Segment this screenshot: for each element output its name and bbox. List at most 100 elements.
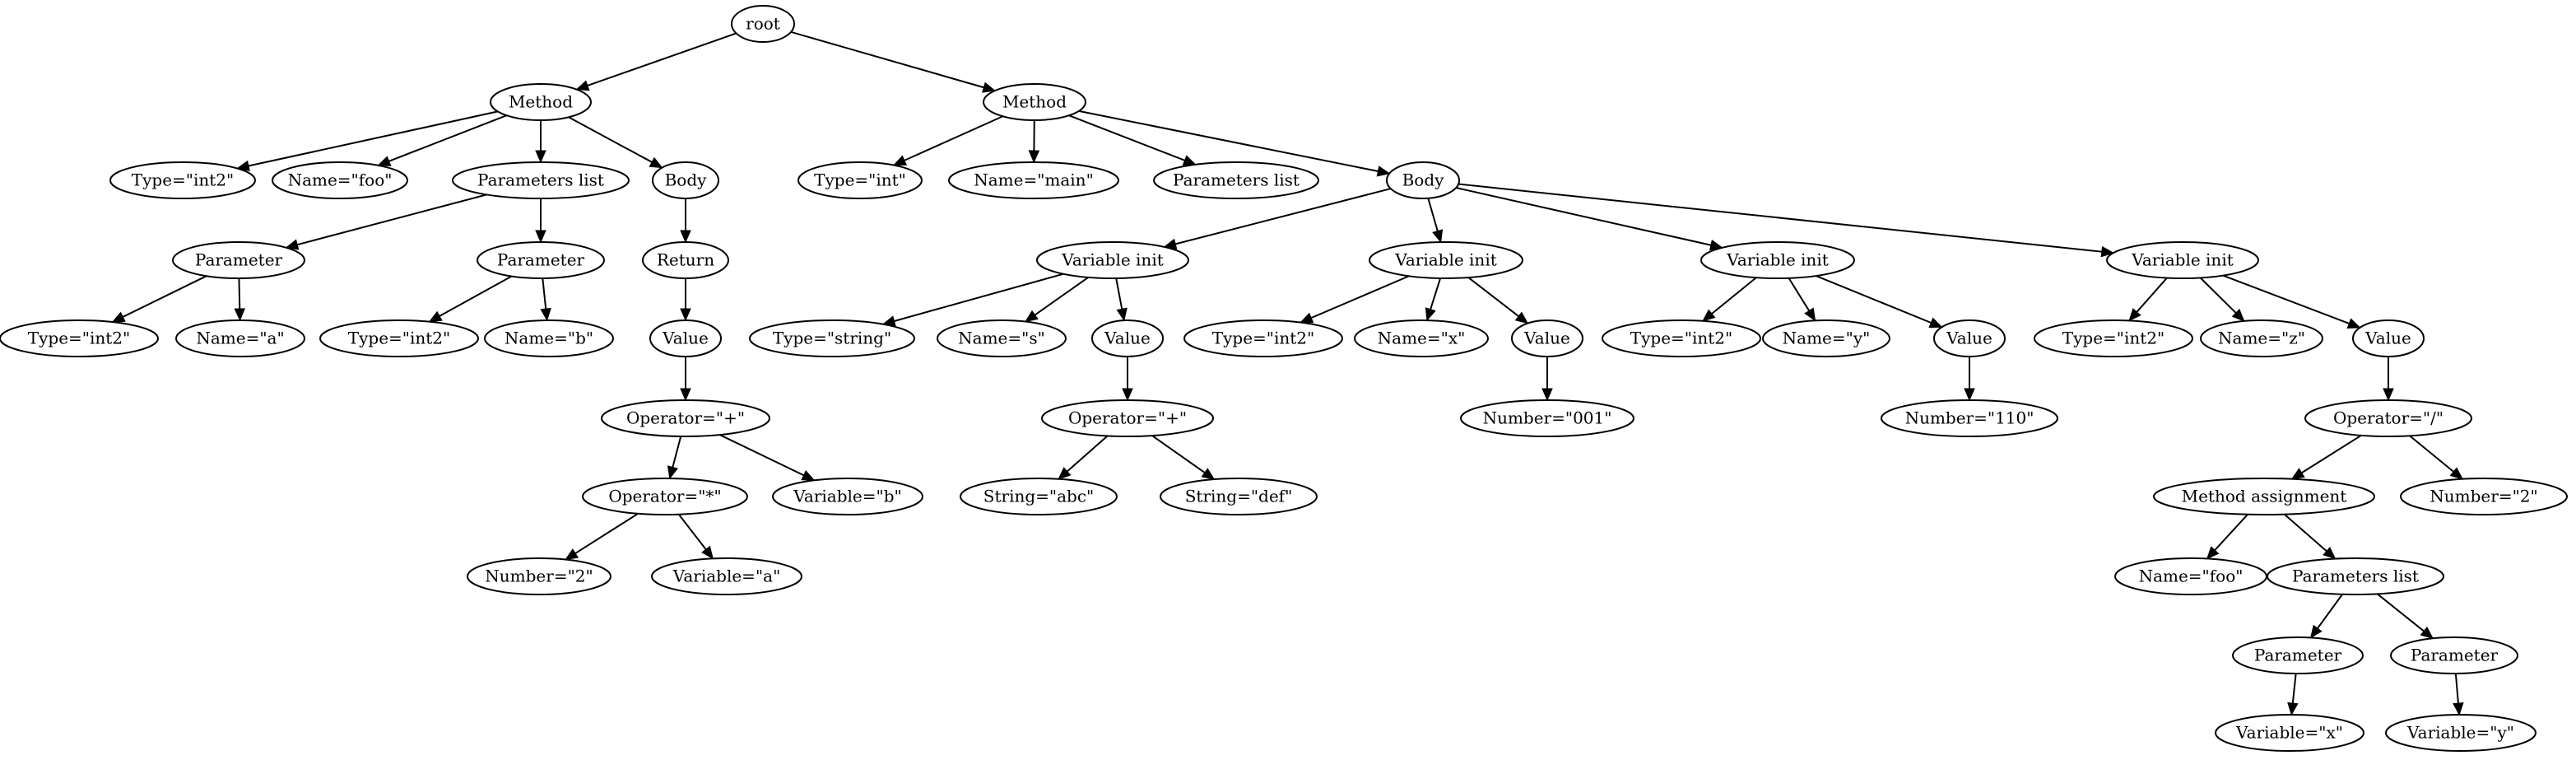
tree-node-name-foo-m1-name: Name="foo" xyxy=(272,161,408,199)
node-ellipse xyxy=(649,319,722,357)
edge-line xyxy=(2136,277,2168,313)
tree-node-name-b-m1-p2-name: Name="b" xyxy=(484,319,614,357)
tree-node-variable-init-v4: Variable init xyxy=(2106,241,2259,279)
tree-node-parameter-m1-p2: Parameter xyxy=(477,241,605,279)
node-label: Variable="y" xyxy=(2406,723,2514,743)
node-ellipse xyxy=(272,161,408,199)
node-label: root xyxy=(746,14,780,34)
node-label: Name="a" xyxy=(196,329,284,348)
node-label: Name="s" xyxy=(958,329,1045,348)
node-ellipse xyxy=(2232,636,2364,674)
edge-arrowhead xyxy=(1058,467,1072,480)
node-label: Type="int2" xyxy=(2062,329,2164,348)
edge-line xyxy=(1467,277,1519,317)
edge-line xyxy=(1034,277,1089,316)
node-ellipse xyxy=(452,161,630,199)
node-label: Name="z" xyxy=(2218,329,2305,348)
edge-arrowhead xyxy=(540,307,551,322)
node-label: Method xyxy=(509,92,573,112)
tree-node-variable-x-v4-ma-p1-var: Variable="x" xyxy=(2215,714,2364,752)
edge-line xyxy=(1174,188,1392,245)
node-ellipse xyxy=(1160,478,1318,515)
tree-node-type-string-v1-type: Type="string" xyxy=(749,319,915,357)
edge-arrowhead xyxy=(1425,307,1436,322)
edge-arrowhead xyxy=(1514,311,1529,324)
edge-line xyxy=(1310,275,1410,319)
edge-line xyxy=(574,512,639,554)
edge-m2-to-m2_plist xyxy=(1068,114,1197,166)
tree-node-variable-b-m1-var-b: Variable="b" xyxy=(772,478,923,515)
edge-line xyxy=(2222,274,2350,324)
node-ellipse xyxy=(109,161,256,199)
edge-v3-to-v3_type xyxy=(1702,277,1757,322)
edge-arrowhead xyxy=(1028,150,1040,164)
edge-arrowhead xyxy=(680,230,691,244)
edge-arrowhead xyxy=(801,469,816,481)
tree-node-variable-y-v4-ma-p2-var: Variable="y" xyxy=(2385,714,2536,752)
node-label: Number="2" xyxy=(485,567,593,586)
edge-root-to-m2 xyxy=(790,30,997,93)
edge-v2-to-v2_type xyxy=(1300,275,1410,324)
edge-line xyxy=(587,32,737,86)
edge-line xyxy=(677,514,707,550)
node-ellipse xyxy=(948,161,1119,199)
edge-arrowhead xyxy=(1201,468,1216,480)
edge-m2-to-m2_name xyxy=(1028,119,1040,164)
node-ellipse xyxy=(2215,714,2364,752)
edge-line xyxy=(904,115,1003,161)
node-ellipse xyxy=(2400,478,2568,515)
node-label: Method assignment xyxy=(2182,487,2347,506)
edge-v4_massign-to-v4_ma_plist xyxy=(2284,513,2337,560)
edge-line xyxy=(1115,277,1123,310)
edge-m1_plist-to-m1_p2 xyxy=(535,198,546,244)
edge-line xyxy=(894,273,1064,322)
edge-m2-to-m2_type xyxy=(892,115,1003,166)
node-ellipse xyxy=(175,319,305,357)
tree-node-method-m1: Method xyxy=(490,83,592,121)
node-label: Value xyxy=(1104,329,1151,348)
node-label: Variable="x" xyxy=(2235,723,2343,743)
edge-m2_body-to-v4 xyxy=(1458,183,2115,258)
edge-line xyxy=(672,436,682,468)
node-ellipse xyxy=(1153,161,1319,199)
edges-layer xyxy=(111,30,2464,716)
edge-line xyxy=(2284,513,2327,553)
node-label: Parameter xyxy=(2254,646,2342,665)
node-ellipse xyxy=(2352,319,2425,357)
tree-node-type-int2-m1-p2-type: Type="int2" xyxy=(319,319,479,357)
tree-node-name-foo-v4-ma-name: Name="foo" xyxy=(2114,557,2267,595)
node-label: Name="main" xyxy=(974,170,1094,190)
edge-line xyxy=(2301,434,2362,474)
edge-arrowhead xyxy=(111,311,126,323)
edge-line xyxy=(719,434,805,477)
edge-line xyxy=(1427,198,1439,231)
node-label: Type="int2" xyxy=(1630,329,1732,348)
edge-arrowhead xyxy=(2128,308,2141,322)
node-label: String="def" xyxy=(1185,487,1293,506)
node-label: Type="int2" xyxy=(132,170,234,190)
node-ellipse xyxy=(490,83,592,121)
tree-node-variable-init-v2: Variable init xyxy=(1369,241,1523,279)
tree-node-name-z-v4-name: Name="z" xyxy=(2200,319,2323,357)
node-ellipse xyxy=(1881,399,2058,437)
edge-v4-to-v4_value xyxy=(2222,274,2361,329)
node-ellipse xyxy=(2304,399,2472,437)
edge-arrowhead xyxy=(680,308,691,322)
edge-arrowhead xyxy=(2287,702,2299,716)
node-ellipse xyxy=(2034,319,2193,357)
node-ellipse xyxy=(983,83,1086,121)
edge-line xyxy=(568,116,653,163)
node-ellipse xyxy=(651,557,802,595)
edge-line xyxy=(248,110,499,167)
edge-m1-to-m1_type xyxy=(236,110,499,172)
node-ellipse xyxy=(582,478,748,515)
edge-line xyxy=(2454,673,2459,704)
tree-node-parameter-m1-p1: Parameter xyxy=(172,241,305,279)
node-label: String="abc" xyxy=(983,487,1094,506)
node-label: Name="y" xyxy=(1783,329,1871,348)
node-label: Variable init xyxy=(1726,250,1829,270)
node-label: Operator="+" xyxy=(626,408,745,428)
edge-line xyxy=(1711,277,1757,315)
edge-arrowhead xyxy=(285,239,300,250)
